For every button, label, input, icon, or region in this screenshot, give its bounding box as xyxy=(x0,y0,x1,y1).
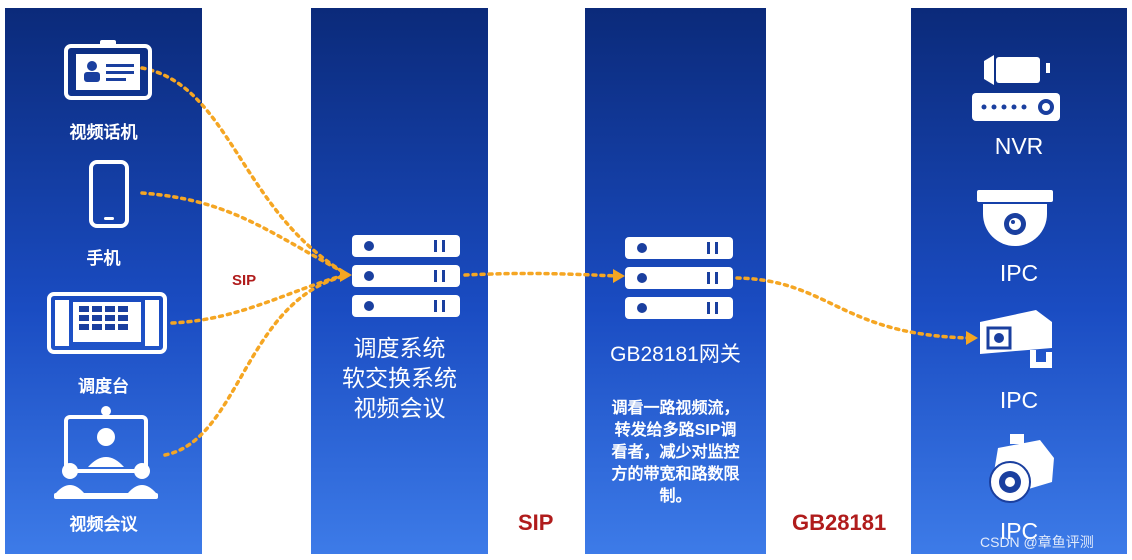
ipc-label: IPC xyxy=(999,387,1039,413)
wall-camera-icon xyxy=(989,434,1054,503)
dispatch-console-icon xyxy=(47,292,167,354)
server-title-line: 软交换系统 xyxy=(342,365,457,391)
mobile-phone-label: 手机 xyxy=(86,249,121,268)
arrowhead-gateway xyxy=(613,269,625,283)
gateway-desc-line: 转发给多路SIP调 xyxy=(614,422,737,439)
ipc-label: IPC xyxy=(999,260,1039,286)
mobile-phone-icon xyxy=(89,160,129,228)
gateway-title: GB28181网关 xyxy=(610,343,741,366)
link-video-conference xyxy=(163,274,347,457)
server-rack-icon xyxy=(352,235,460,317)
server-rack-icon xyxy=(625,237,733,319)
protocol-sip-label: SIP xyxy=(518,510,554,535)
server-title: 调度系统 软交换系统 视频会议 xyxy=(311,333,488,423)
bullet-camera-icon xyxy=(980,310,1052,368)
watermark: CSDN @章鱼评测 xyxy=(980,534,1094,550)
link-dispatch-console xyxy=(170,273,347,325)
ipc-label: IPC xyxy=(999,518,1039,544)
arrowhead-server xyxy=(340,268,352,282)
gateway-desc-line: 制。 xyxy=(659,488,692,505)
link-mobile-phone xyxy=(140,191,347,275)
server-title-line: 调度系统 xyxy=(353,335,446,361)
link-video-phone xyxy=(140,66,347,275)
dispatch-console-label: 调度台 xyxy=(78,377,129,396)
gateway-desc-line: 方的带宽和路数限 xyxy=(611,466,740,483)
video-phone-label: 视频话机 xyxy=(69,123,138,142)
nvr-icon xyxy=(972,55,1060,121)
link-gateway-ipc xyxy=(735,276,972,340)
link-server-gateway xyxy=(463,271,619,278)
video-phone-icon xyxy=(64,40,152,100)
nvr-label: NVR xyxy=(994,133,1044,159)
gateway-desc-line: 调看一路视频流， xyxy=(611,400,740,417)
video-conference-icon xyxy=(54,406,158,499)
server-title-line: 视频会议 xyxy=(353,395,446,421)
dome-camera-icon xyxy=(977,190,1053,246)
gateway-desc-line: 看者，减少对监控 xyxy=(611,444,740,461)
gateway-description: 调看一路视频流， 转发给多路SIP调 看者，减少对监控 方的带宽和路数限 制。 xyxy=(592,398,759,508)
video-conference-label: 视频会议 xyxy=(69,515,138,534)
sip-link-label: SIP xyxy=(232,272,257,289)
arrowhead-ipc xyxy=(966,331,978,345)
protocol-gb28181-label: GB28181 xyxy=(792,510,887,535)
